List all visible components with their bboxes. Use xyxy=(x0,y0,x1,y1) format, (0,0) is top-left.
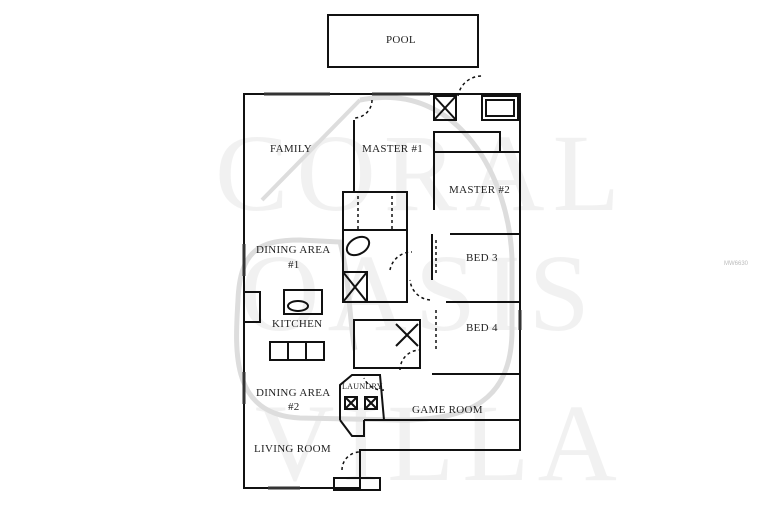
watermark-loop xyxy=(234,95,515,423)
kitchen-island xyxy=(283,289,323,315)
label-master2: MASTER #2 xyxy=(449,184,511,196)
closet-x xyxy=(433,95,457,121)
label-dining1-line1: DINING AREA xyxy=(256,244,331,256)
watermark-line1: CORAL xyxy=(215,112,628,234)
master-bath xyxy=(342,191,408,303)
kitchen-counter xyxy=(269,341,325,361)
label-bed3: BED 3 xyxy=(466,252,498,264)
watermark-diagonal xyxy=(260,98,362,202)
label-laundry: LAUNDRY xyxy=(342,382,383,391)
label-dining2-line1: DINING AREA xyxy=(256,387,331,399)
label-living-room: LIVING ROOM xyxy=(254,443,331,455)
label-family: FAMILY xyxy=(270,143,313,155)
image-code: MW6630 xyxy=(724,261,749,267)
watermark-line3: VILLA xyxy=(255,382,625,504)
label-game-room: GAME ROOM xyxy=(412,404,483,416)
watermark-line2: OASIS xyxy=(240,232,598,354)
label-kitchen: KITCHEN xyxy=(272,318,323,330)
label-pool: POOL xyxy=(386,34,416,46)
label-dining2-line2: #2 xyxy=(288,401,300,413)
tub xyxy=(481,95,519,121)
entry xyxy=(333,477,381,491)
exterior-wall xyxy=(243,93,521,489)
hall-bath xyxy=(353,319,421,369)
label-dining1-line2: #1 xyxy=(288,259,300,271)
pool xyxy=(327,14,479,68)
stove xyxy=(244,291,261,323)
door-swing xyxy=(457,75,483,97)
label-master1: MASTER #1 xyxy=(362,143,424,155)
label-bed4: BED 4 xyxy=(466,322,498,334)
